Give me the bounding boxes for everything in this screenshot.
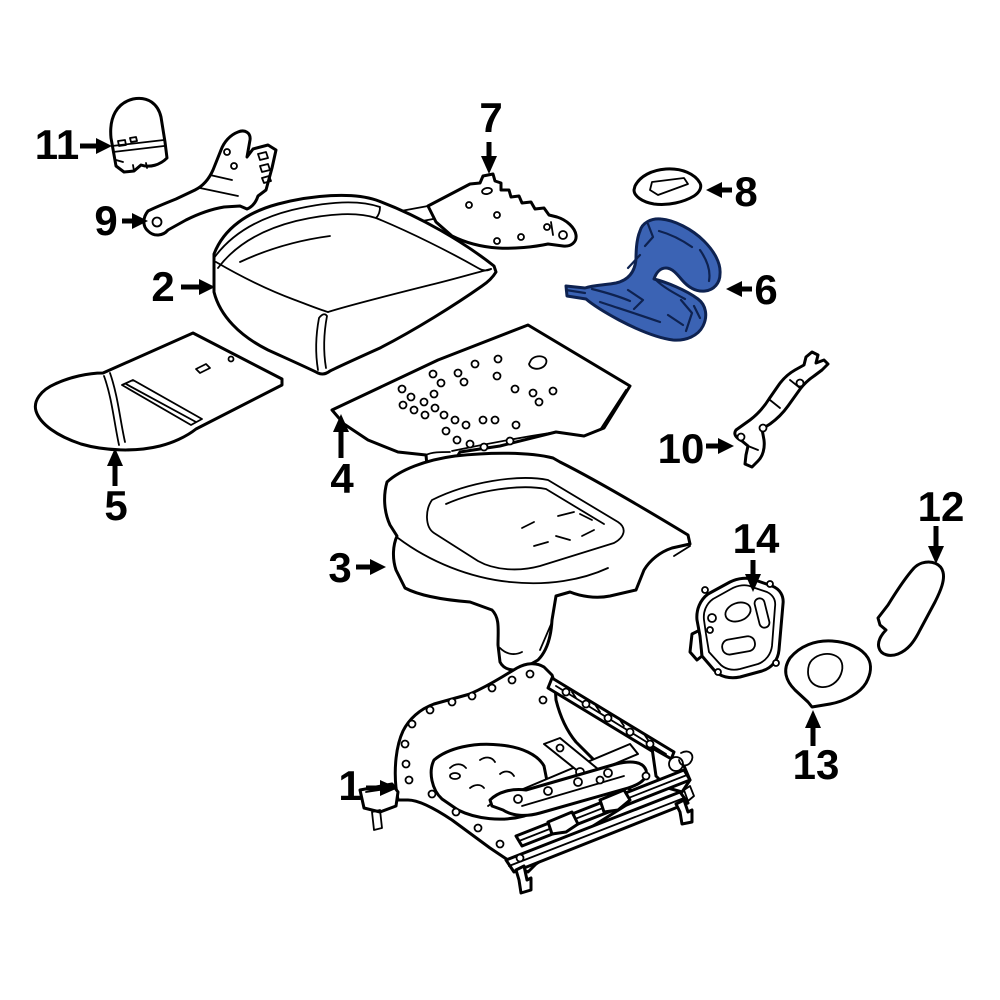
callout-10: 10 [658,425,734,472]
callout-9-label: 9 [94,197,117,244]
callout-4-arrowhead [333,414,349,432]
part-8-seal-grommet [632,167,703,206]
callout-5-arrowhead [107,448,123,466]
callout-5: 5 [104,448,128,529]
callout-14-arrowhead [745,574,761,592]
callout-7: 7 [479,94,503,174]
callout-13-arrowhead [805,710,821,728]
part-13-handle-cover [784,639,872,709]
part-5-underseat-mat [33,331,284,452]
callout-6-arrowhead [726,281,742,297]
callout-11: 11 [35,121,112,168]
callout-12: 12 [918,483,965,564]
callout-14-label: 14 [733,515,780,562]
callout-2-arrowhead [199,279,215,295]
callout-7-arrowhead [481,156,497,174]
part-6-highlighted-duct [564,217,722,342]
part-7-reinforcement-plate [389,172,578,250]
part-14-switch-panel [688,576,785,680]
callout-11-label: 11 [35,121,79,168]
callout-3-arrowhead [370,559,386,575]
callout-9: 9 [94,197,148,244]
part-10-support-bracket [733,350,830,469]
callout-12-arrowhead [928,546,944,564]
callout-9-arrowhead [132,213,148,229]
callout-14: 14 [733,515,780,592]
callout-2-label: 2 [151,263,174,310]
callout-1: 1 [338,762,398,809]
callout-13-label: 13 [793,741,840,788]
callout-12-label: 12 [918,483,965,530]
callout-1-arrowhead [380,780,398,796]
callout-8-arrowhead [706,182,722,198]
part-1-seat-track-assembly [358,662,695,895]
part-12-side-shield [876,560,945,657]
callout-2: 2 [151,263,215,310]
callout-6-label: 6 [754,266,777,313]
callout-13: 13 [793,710,840,788]
callout-3-label: 3 [328,544,351,591]
part-11-recliner-cover [109,96,169,174]
callout-3: 3 [328,544,386,591]
callout-8-label: 8 [734,168,757,215]
callout-4-label: 4 [330,455,354,502]
callout-10-arrowhead [718,438,734,454]
callout-6: 6 [726,266,778,313]
callout-5-label: 5 [104,482,127,529]
callout-8: 8 [706,168,758,215]
part-2-seat-cushion-cover [212,193,498,376]
part-9-frame-bracket [142,129,278,237]
callout-10-label: 10 [658,425,705,472]
callout-11-arrowhead [96,138,112,154]
part-3-cushion-foam-pad [383,451,692,672]
callout-1-label: 1 [338,762,361,809]
part-4-perforated-pad [330,323,632,475]
callout-7-label: 7 [479,94,502,141]
callout-4: 4 [330,414,354,502]
